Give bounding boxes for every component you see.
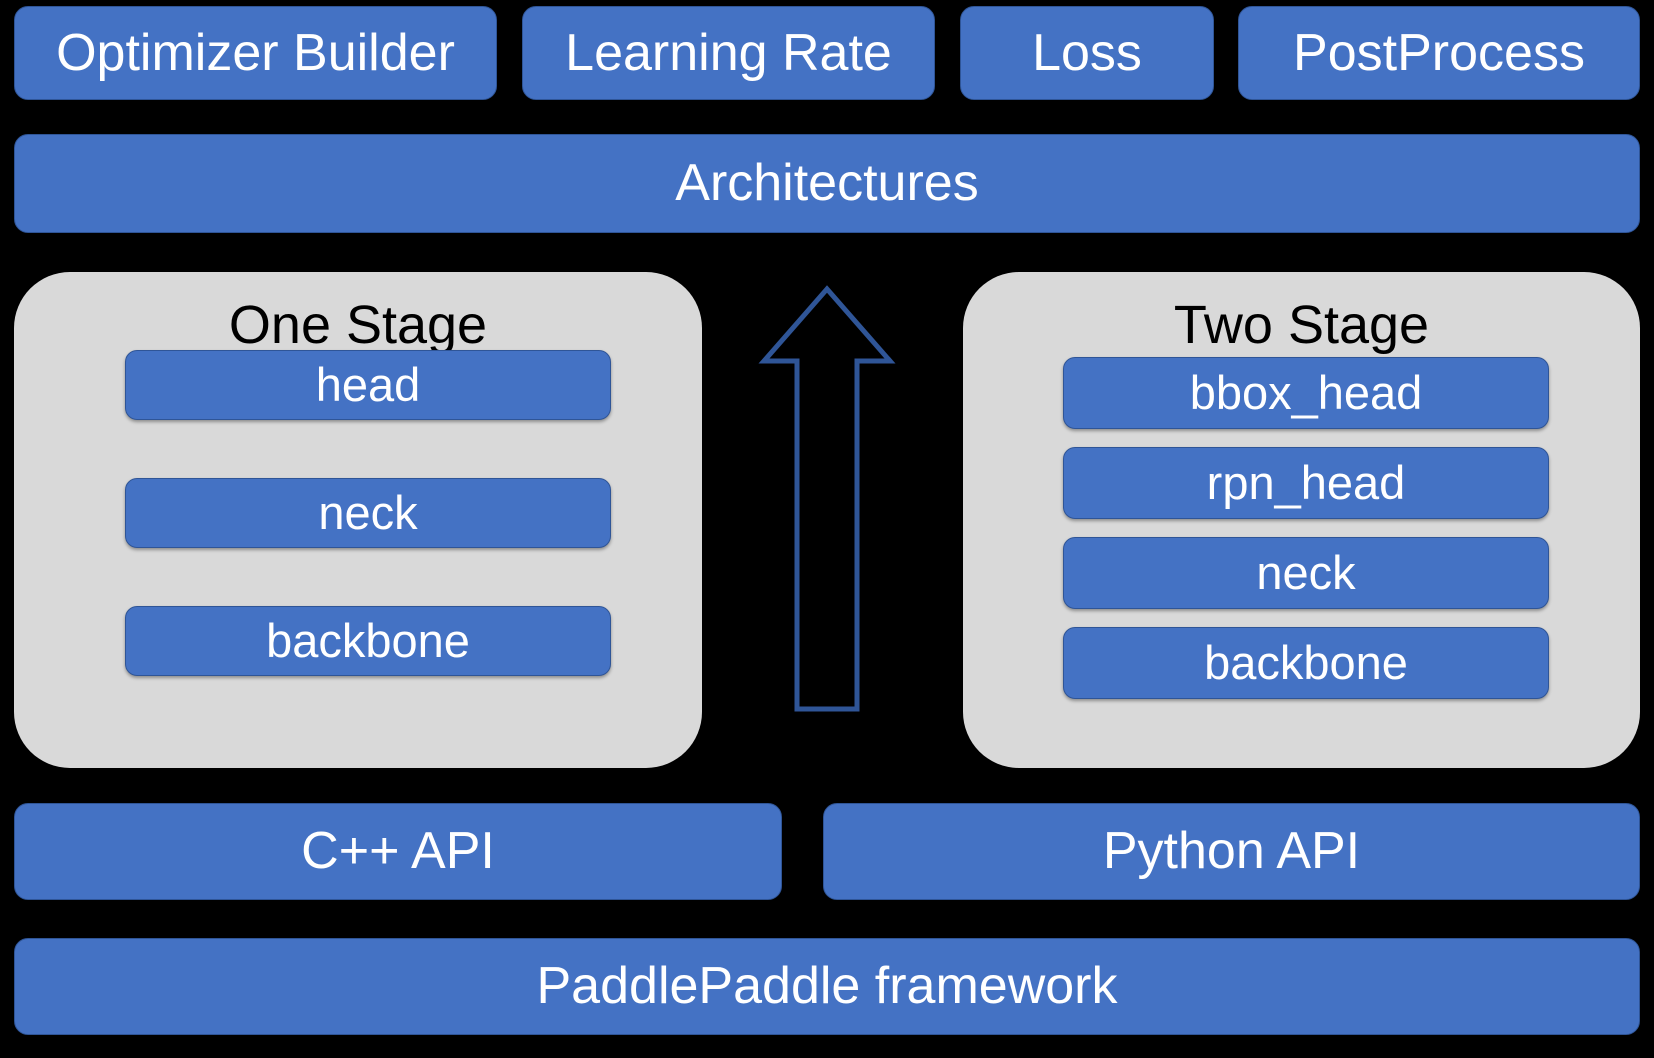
module-label: head bbox=[315, 358, 421, 412]
module-label: neck bbox=[318, 486, 418, 540]
architectures-bar[interactable]: Architectures bbox=[14, 134, 1640, 233]
chip-loss[interactable]: Loss bbox=[960, 6, 1214, 100]
module-label: backbone bbox=[1204, 636, 1408, 690]
chip-label: PostProcess bbox=[1293, 23, 1585, 82]
module-rpn-head[interactable]: rpn_head bbox=[1063, 447, 1549, 519]
module-label: neck bbox=[1256, 546, 1356, 600]
chip-label: Loss bbox=[1032, 23, 1142, 82]
framework-bar[interactable]: PaddlePaddle framework bbox=[14, 938, 1640, 1035]
framework-label: PaddlePaddle framework bbox=[536, 957, 1118, 1016]
chip-optimizer-builder[interactable]: Optimizer Builder bbox=[14, 6, 497, 100]
module-label: bbox_head bbox=[1189, 366, 1423, 420]
chip-label: Optimizer Builder bbox=[56, 23, 455, 82]
chip-postprocess[interactable]: PostProcess bbox=[1238, 6, 1640, 100]
api-bar-cpp[interactable]: C++ API bbox=[14, 803, 782, 900]
api-bar-python[interactable]: Python API bbox=[823, 803, 1640, 900]
stage-panel-one-stage: One Stage head neck backbone bbox=[14, 272, 702, 768]
module-backbone[interactable]: backbone bbox=[1063, 627, 1549, 699]
module-head[interactable]: head bbox=[125, 350, 611, 420]
api-bar-label: Python API bbox=[1102, 822, 1361, 881]
chip-label: Learning Rate bbox=[565, 23, 892, 82]
module-label: backbone bbox=[266, 614, 470, 668]
stage-panel-two-stage: Two Stage bbox_head rpn_head neck backbo… bbox=[963, 272, 1640, 768]
module-backbone[interactable]: backbone bbox=[125, 606, 611, 676]
stage-title-one-stage: One Stage bbox=[228, 295, 488, 355]
chip-learning-rate[interactable]: Learning Rate bbox=[522, 6, 935, 100]
module-neck[interactable]: neck bbox=[1063, 537, 1549, 609]
architectures-label: Architectures bbox=[675, 154, 979, 213]
module-label: rpn_head bbox=[1206, 456, 1406, 510]
module-neck[interactable]: neck bbox=[125, 478, 611, 548]
api-bar-label: C++ API bbox=[301, 822, 495, 881]
module-bbox-head[interactable]: bbox_head bbox=[1063, 357, 1549, 429]
up-arrow-icon bbox=[758, 285, 896, 712]
stage-title-two-stage: Two Stage bbox=[1173, 295, 1430, 355]
